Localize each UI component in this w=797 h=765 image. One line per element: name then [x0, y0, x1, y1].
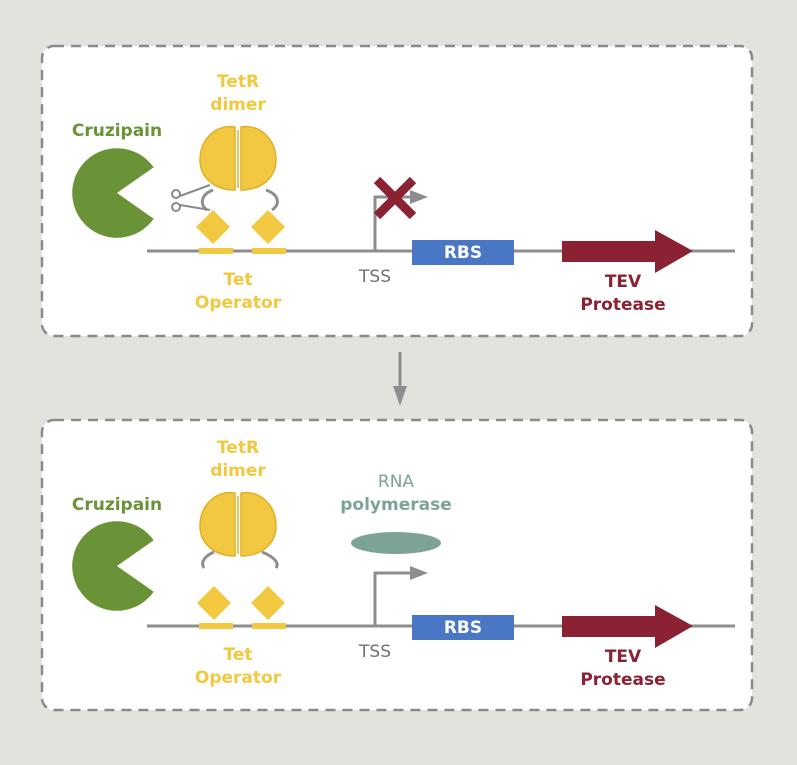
tss-label: TSS — [358, 267, 391, 287]
tev-label-line2: Protease — [580, 670, 665, 690]
tss-label: TSS — [358, 642, 391, 662]
tev-label-line1: TEV — [605, 272, 642, 292]
cruzipain-label: Cruzipain — [72, 121, 162, 141]
tev-label-line1: TEV — [605, 647, 642, 667]
tetr-binding-diamond-2 — [251, 210, 285, 244]
operator-label-line1: Tet — [224, 645, 253, 665]
operator-site-1 — [199, 248, 233, 254]
tetr-label-line2: dimer — [210, 95, 266, 115]
tetr-binding-diamond-1 — [197, 586, 231, 620]
rbs-label: RBS — [444, 243, 482, 263]
panel-induced: Cruzipain TetR dimer RNA polymerase Tet … — [40, 418, 754, 712]
operator-label-line2: Operator — [195, 668, 282, 688]
tetr-label-line1: TetR — [217, 72, 259, 92]
rna-pol-label-line2: polymerase — [340, 495, 452, 515]
tetr-label-line1: TetR — [217, 438, 259, 458]
tetr-label-line2: dimer — [210, 461, 266, 481]
tetr-dimer — [199, 491, 279, 569]
panel-repressed: Cruzipain TetR dimer Tet Operator TSS RB… — [40, 44, 754, 338]
transition-arrow — [393, 352, 407, 406]
operator-label-line2: Operator — [195, 293, 282, 313]
cruzipain-enzyme — [72, 521, 154, 611]
cruzipain-enzyme — [72, 148, 154, 238]
tetr-binding-diamond-1 — [196, 210, 230, 244]
rbs-label: RBS — [444, 618, 482, 638]
rna-pol-label-line1: RNA — [378, 472, 415, 492]
rbs-box — [412, 615, 514, 640]
cruzipain-label: Cruzipain — [72, 495, 162, 515]
cross-icon — [373, 176, 417, 220]
operator-site-2 — [252, 248, 286, 254]
tev-gene-arrow — [562, 605, 693, 648]
rna-polymerase — [351, 532, 441, 554]
operator-site-2 — [252, 623, 286, 629]
tev-label-line2: Protease — [580, 295, 665, 315]
tev-gene-arrow — [562, 230, 693, 273]
operator-site-1 — [199, 623, 233, 629]
scissors-icon — [171, 184, 211, 212]
operator-label-line1: Tet — [224, 270, 253, 290]
rbs-box — [412, 240, 514, 265]
promoter-arrow — [373, 566, 428, 626]
